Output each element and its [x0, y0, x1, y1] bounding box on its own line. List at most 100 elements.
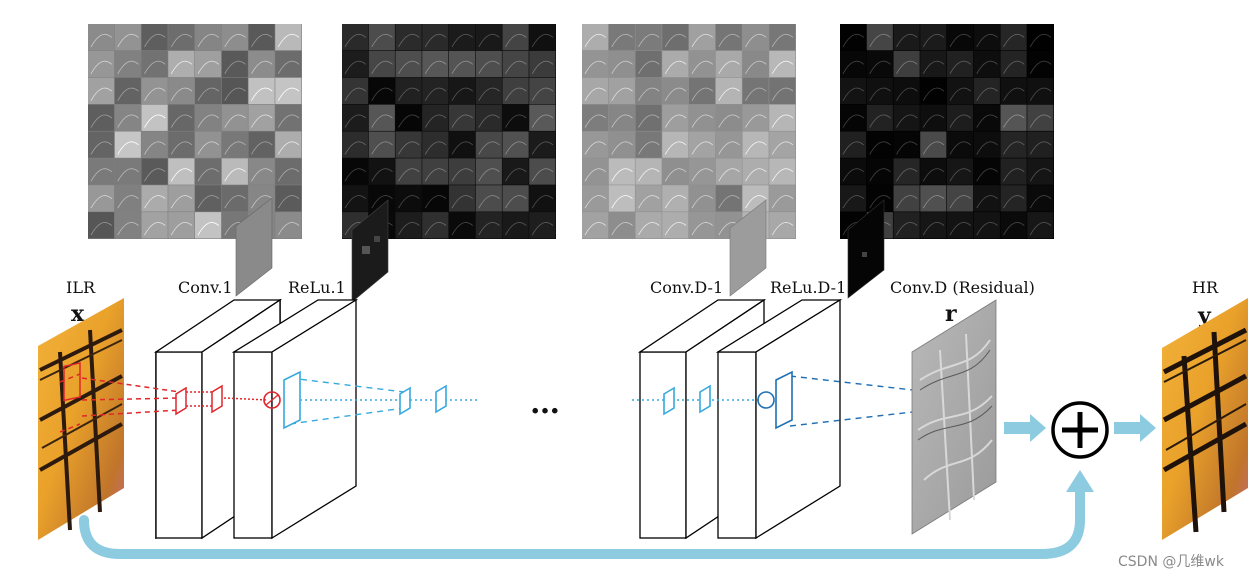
feature-tile-texture	[584, 114, 607, 128]
feature-tile	[342, 185, 369, 212]
feature-tile	[866, 158, 893, 185]
feature-tile	[248, 24, 275, 51]
feature-tile	[529, 24, 556, 51]
feature-tile	[689, 131, 716, 158]
feature-tile-texture	[478, 195, 500, 209]
feature-tile	[529, 185, 556, 212]
feature-tile-texture	[718, 60, 740, 74]
feature-tile-texture	[976, 168, 998, 182]
feature-tile-texture	[371, 87, 393, 101]
feature-tile-texture	[277, 168, 300, 182]
ilr-label: ILR	[66, 278, 96, 297]
feature-tile-texture	[170, 222, 193, 236]
feature-tile	[502, 77, 529, 105]
feature-tile-texture	[718, 141, 740, 155]
feature-tile-texture	[197, 222, 220, 236]
feature-tile	[635, 158, 662, 185]
feature-tile-texture	[424, 114, 447, 128]
feature-tile	[221, 131, 248, 158]
feature-tile	[248, 131, 275, 158]
feature-tile	[475, 104, 502, 131]
feature-tile	[920, 24, 947, 51]
feature-tile	[769, 104, 796, 131]
red-filter-boxes	[175, 384, 223, 416]
feature-tile	[475, 77, 502, 105]
feature-tile	[449, 212, 476, 239]
feature-tile-texture	[170, 87, 193, 101]
feature-tile	[88, 104, 115, 131]
feature-tile-texture	[771, 33, 794, 48]
feature-tile	[973, 158, 1000, 185]
feature-tile	[195, 50, 222, 78]
hr-label: HR	[1192, 278, 1219, 297]
x-variable: x	[71, 301, 85, 327]
feature-tile	[88, 158, 115, 185]
feature-tile-texture	[718, 87, 740, 101]
feature-tile	[769, 50, 796, 78]
feature-tile-texture	[505, 141, 527, 155]
feature-tile-texture	[869, 60, 891, 74]
feature-tile	[449, 131, 476, 158]
feature-tile	[1027, 24, 1054, 51]
feature-tile-texture	[451, 222, 474, 236]
feature-tile-texture	[451, 87, 474, 101]
feature-tile-texture	[451, 141, 474, 155]
feature-tile-texture	[344, 60, 367, 74]
feature-tile	[866, 24, 893, 51]
feature-tile	[840, 131, 867, 158]
feature-tile	[449, 77, 476, 105]
feature-tile-texture	[718, 114, 740, 128]
feature-tile-texture	[1029, 33, 1052, 48]
feature-tile-texture	[976, 60, 998, 74]
feature-tile	[920, 104, 947, 131]
dark-blue-filter-box	[775, 370, 793, 430]
feature-tile	[475, 212, 502, 239]
feature-tile-texture	[398, 222, 420, 236]
feature-tile	[422, 158, 449, 185]
feature-tile	[635, 77, 662, 105]
feature-tile	[168, 77, 195, 105]
feature-tile-texture	[144, 195, 166, 209]
feature-tile-texture	[277, 114, 300, 128]
feature-tile-texture	[611, 195, 633, 209]
feature-tile-texture	[949, 222, 972, 236]
input-receptive-field	[59, 362, 81, 433]
feature-tile	[114, 77, 141, 105]
feature-tile	[769, 185, 796, 212]
feature-tile	[141, 131, 168, 158]
feature-tile-texture	[117, 60, 139, 74]
relud1-block	[715, 298, 843, 540]
relu1-activation-circle	[263, 391, 281, 409]
feature-tile-texture	[1003, 222, 1025, 236]
feature-tile	[248, 50, 275, 78]
feature-tile	[342, 104, 369, 131]
feature-tile-texture	[664, 141, 687, 155]
feature-tile-texture	[144, 141, 166, 155]
feature-tile-texture	[611, 222, 633, 236]
feature-tile	[742, 24, 769, 51]
feature-tile-texture	[170, 195, 193, 209]
feature-tile	[893, 212, 920, 239]
feature-tile-texture	[896, 141, 918, 155]
feature-tile	[368, 50, 395, 78]
feature-tile-texture	[90, 87, 113, 101]
feature-tile	[715, 77, 742, 105]
feature-tile	[141, 50, 168, 78]
feature-tile-texture	[251, 60, 273, 74]
feature-tile-texture	[144, 60, 166, 74]
feature-tile-texture	[976, 114, 998, 128]
feature-tile-texture	[664, 87, 687, 101]
feature-tile-texture	[451, 60, 474, 74]
feature-tile-texture	[531, 222, 554, 236]
feature-tile-texture	[531, 60, 554, 74]
feature-tile-texture	[638, 33, 660, 48]
feature-tile	[689, 185, 716, 212]
feature-tile	[395, 185, 422, 212]
feature-tile-texture	[398, 87, 420, 101]
feature-tile	[947, 104, 974, 131]
feature-tile	[840, 104, 867, 131]
feature-tile	[893, 104, 920, 131]
dark-blue-projection-lines	[789, 375, 931, 427]
feature-tile-texture	[1029, 114, 1052, 128]
feature-tile-texture	[398, 141, 420, 155]
